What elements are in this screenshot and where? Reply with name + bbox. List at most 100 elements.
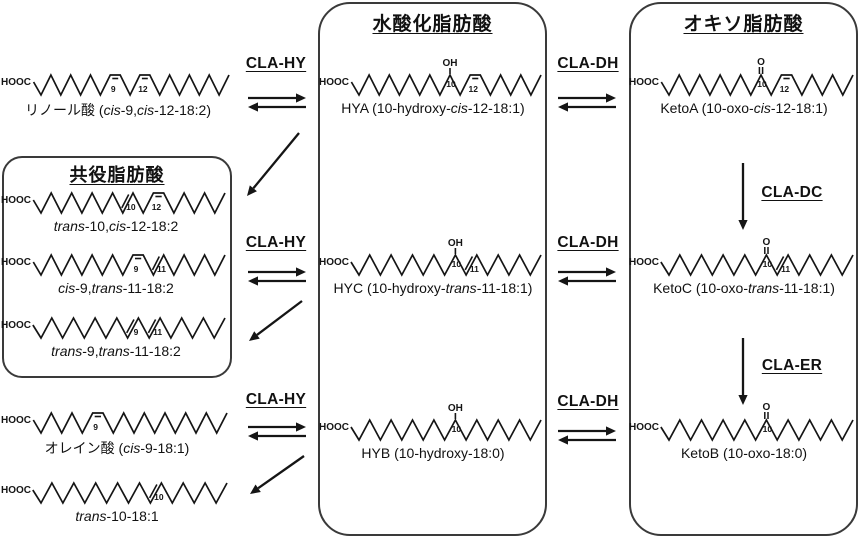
- reversible-arrow-cla-hy-2: [248, 267, 306, 286]
- structure-linoleic: HOOC 9 12: [1, 73, 230, 97]
- reversible-arrow-cla-dh-2: [558, 267, 616, 286]
- svg-text:12: 12: [780, 84, 790, 94]
- svg-text:OH: OH: [448, 403, 463, 414]
- enzyme-text: CLA-ER: [761, 357, 823, 374]
- arrow-hyc-to-conjugated: [249, 300, 303, 341]
- title-hydroxy-text: 水酸化脂肪酸: [372, 14, 493, 35]
- enzyme-text: CLA-DH: [557, 393, 619, 410]
- svg-text:O: O: [757, 57, 765, 68]
- enzyme-text: CLA-HY: [245, 391, 307, 408]
- enzyme-label-cla-hy-3: CLA-HY: [240, 391, 312, 409]
- svg-text:HOOC: HOOC: [1, 257, 31, 268]
- svg-text:HOOC: HOOC: [319, 257, 349, 268]
- svg-text:9: 9: [134, 264, 139, 274]
- structure-conj3: HOOC 9 11: [1, 316, 226, 340]
- svg-text:10: 10: [452, 424, 462, 434]
- reversible-arrow-cla-dh-3: [558, 426, 616, 445]
- enzyme-label-cla-hy-1: CLA-HY: [240, 55, 312, 73]
- structure-t10: HOOC 10: [1, 481, 228, 505]
- svg-text:12: 12: [152, 202, 162, 212]
- structure-hyc: HOOC OH 10 11: [319, 238, 542, 277]
- title-conjugated-text: 共役脂肪酸: [69, 165, 165, 185]
- structure-ketob: HOOC O 10: [629, 402, 854, 442]
- svg-text:HOOC: HOOC: [629, 422, 659, 433]
- svg-text:10: 10: [763, 424, 773, 434]
- svg-text:HOOC: HOOC: [1, 77, 31, 88]
- svg-text:HOOC: HOOC: [319, 77, 349, 88]
- svg-text:11: 11: [153, 327, 162, 337]
- svg-text:9: 9: [134, 327, 139, 337]
- arrow-cla-dc: [738, 163, 748, 230]
- svg-text:11: 11: [470, 264, 479, 274]
- enzyme-text: CLA-HY: [245, 55, 307, 72]
- svg-text:HOOC: HOOC: [319, 422, 349, 433]
- reversible-arrow-cla-hy-3: [248, 422, 306, 441]
- molecule-label-ketob: KetoB (10-oxo-18:0): [680, 445, 808, 461]
- enzyme-label-cla-hy-2: CLA-HY: [240, 234, 312, 252]
- molecule-label-conj1: trans-10,cis-12-18:2: [53, 218, 179, 234]
- structure-conj2: HOOC 9 11: [1, 253, 226, 277]
- svg-text:HOOC: HOOC: [1, 320, 31, 331]
- svg-text:O: O: [763, 402, 771, 413]
- molecule-label-linoleic: リノール酸 (cis-9,cis-12-18:2): [25, 102, 211, 118]
- structure-hyb: HOOC OH 10: [319, 403, 542, 442]
- svg-text:9: 9: [93, 422, 98, 432]
- molecule-label-ketoa: KetoA (10-oxo-cis-12-18:1): [660, 100, 828, 116]
- structure-ketoc: HOOC O 10 11: [629, 237, 854, 277]
- svg-text:10: 10: [452, 259, 462, 269]
- molecule-label-hyc: HYC (10-hydroxy-trans-11-18:1): [333, 280, 533, 296]
- title-conjugated-fatty-acids: 共役脂肪酸: [2, 161, 232, 187]
- enzyme-text: CLA-DH: [557, 234, 619, 251]
- molecule-linoleic: HOOC 9 12 リノール酸 (cis-9,cis-12-18:2): [1, 49, 233, 120]
- svg-text:12: 12: [138, 84, 148, 94]
- svg-text:10: 10: [763, 259, 773, 269]
- svg-text:OH: OH: [448, 238, 463, 249]
- title-hydroxy-fatty-acids: 水酸化脂肪酸: [318, 9, 547, 36]
- molecule-label-oleic: オレイン酸 (cis-9-18:1): [44, 440, 190, 456]
- enzyme-text: CLA-DC: [761, 184, 823, 201]
- svg-text:10: 10: [757, 79, 767, 89]
- svg-text:HOOC: HOOC: [1, 415, 31, 426]
- enzyme-label-cla-er: CLA-ER: [752, 357, 832, 375]
- enzyme-text: CLA-HY: [245, 234, 307, 251]
- enzyme-label-cla-dc: CLA-DC: [752, 184, 832, 202]
- structure-oleic: HOOC 9: [1, 411, 228, 435]
- svg-text:HOOC: HOOC: [1, 485, 31, 496]
- molecule-label-hyb: HYB (10-hydroxy-18:0): [361, 445, 505, 461]
- svg-text:10: 10: [446, 79, 456, 89]
- svg-text:HOOC: HOOC: [629, 257, 659, 268]
- svg-text:9: 9: [111, 84, 116, 94]
- arrow-hya-to-conjugated: [247, 132, 300, 196]
- box-oxo-fatty-acids: [629, 2, 858, 536]
- reversible-arrow-cla-hy-1: [248, 93, 306, 112]
- arrow-cla-er: [738, 338, 748, 405]
- enzyme-label-cla-dh-3: CLA-DH: [552, 393, 624, 411]
- molecule-label-ketoc: KetoC (10-oxo-trans-11-18:1): [653, 280, 835, 296]
- svg-text:10: 10: [154, 492, 164, 502]
- molecule-oleic: HOOC 9 オレイン酸 (cis-9-18:1): [1, 387, 231, 458]
- enzyme-label-cla-dh-1: CLA-DH: [552, 55, 624, 73]
- svg-text:11: 11: [781, 264, 790, 274]
- box-conjugated-fatty-acids: [2, 156, 232, 378]
- svg-text:11: 11: [157, 264, 166, 274]
- enzyme-label-cla-dh-2: CLA-DH: [552, 234, 624, 252]
- box-hydroxy-fatty-acids: [318, 2, 547, 536]
- reversible-arrow-cla-dh-1: [558, 93, 616, 112]
- svg-text:HOOC: HOOC: [1, 195, 31, 206]
- svg-text:O: O: [763, 237, 771, 248]
- molecule-label-hya: HYA (10-hydroxy-cis-12-18:1): [341, 100, 525, 116]
